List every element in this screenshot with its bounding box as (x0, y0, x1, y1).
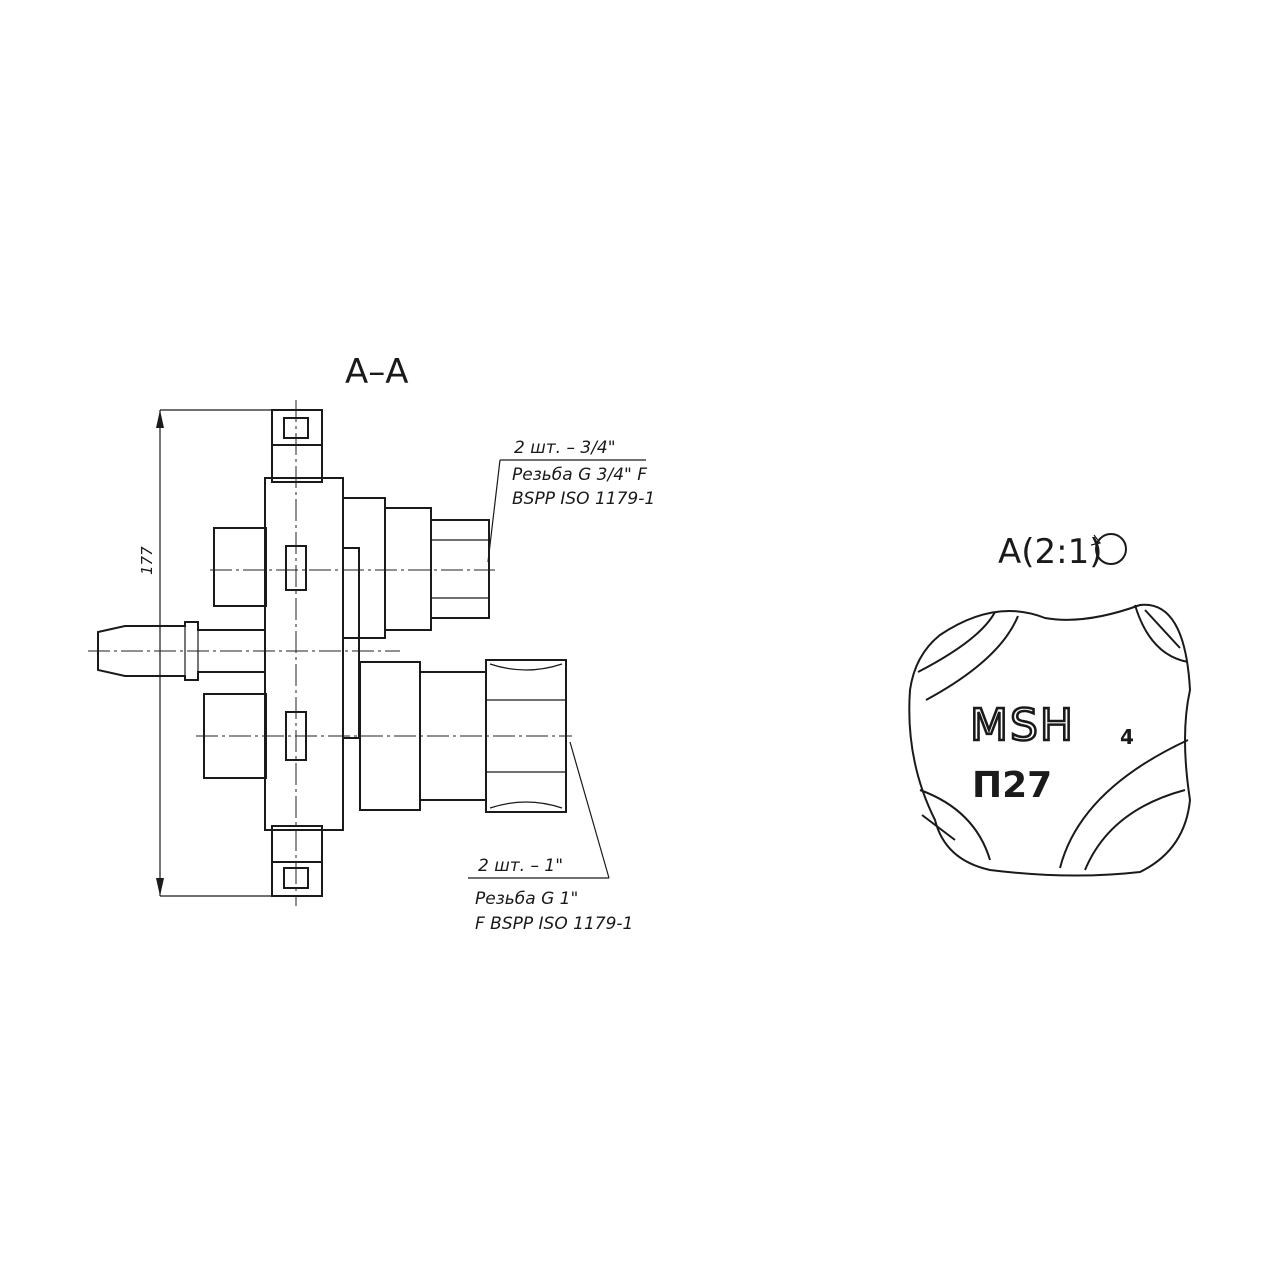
part-marking: П27 (972, 765, 1052, 806)
detail-arcs (917, 604, 1189, 871)
logo-subscript: 4 (1120, 725, 1134, 749)
fitting-3-4 (342, 497, 490, 639)
callout-bottom-line1: Резьба G 1" (475, 889, 578, 909)
leader-bottom (569, 741, 610, 879)
detail-outline (908, 603, 1192, 877)
leader-top (487, 459, 501, 563)
centerlines (88, 400, 572, 906)
section-view: A–A 177 (88, 352, 655, 934)
flange-body (264, 409, 360, 897)
left-bosses (203, 527, 267, 779)
detail-view: A(2:1) MSH 4 П27 (908, 532, 1192, 877)
detail-title: A(2:1) (998, 532, 1103, 572)
section-title: A–A (345, 352, 409, 392)
dimension-177: 177 (138, 409, 275, 897)
callout-top-line2: BSPP ISO 1179-1 (512, 489, 655, 509)
rotation-arrow (1090, 534, 1102, 546)
dimension-label: 177 (138, 546, 156, 575)
callout-bottom-qty: 2 шт. – 1" (478, 856, 563, 876)
callout-bottom-line2: F BSPP ISO 1179-1 (475, 914, 633, 934)
logo-text: MSH (970, 700, 1075, 751)
callout-top-qty: 2 шт. – 3/4" (514, 438, 616, 458)
rotation-symbol (1095, 533, 1127, 565)
callout-top-line1: Резьба G 3/4" F (512, 465, 647, 485)
